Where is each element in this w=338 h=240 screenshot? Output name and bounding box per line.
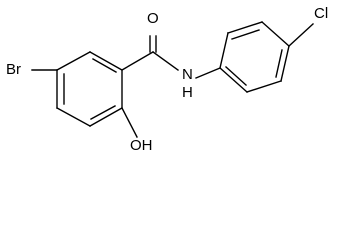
ring-b-bond-5 — [246, 80, 282, 93]
chemical-structure-diagram: Br O N H Cl OH — [6, 5, 328, 154]
amide-c-n-bond — [152, 51, 179, 71]
salicyl-ring — [56, 51, 123, 127]
hydroxyl-bond — [121, 107, 138, 138]
carbonyl-oxygen-label: O — [147, 10, 159, 27]
chlorophenyl-ring — [219, 21, 290, 93]
n-aryl-bond — [195, 67, 221, 79]
amide-hydrogen-label: H — [182, 84, 193, 101]
hydroxyl-label: OH — [130, 137, 153, 154]
ring-a-double-1 — [92, 58, 117, 73]
ring-a-bond-4 — [56, 107, 91, 127]
carbonyl-carbon-bond — [121, 51, 154, 71]
ring-a-double-2 — [90, 105, 116, 120]
amide-nitrogen-label: N — [182, 66, 193, 83]
ring-b-double-3 — [225, 66, 247, 86]
ring-b-double-1 — [231, 29, 260, 40]
ring-b-double-2 — [275, 49, 283, 78]
ring-b-bond-3 — [261, 21, 290, 47]
ring-a-bond-3 — [89, 107, 123, 127]
ring-a-bond-6 — [56, 51, 91, 71]
ring-b-bond-2 — [227, 21, 263, 34]
chlorine-label: Cl — [314, 5, 328, 22]
ring-a-bond-1 — [89, 51, 123, 71]
chlorine-bond — [288, 23, 314, 47]
bromine-label: Br — [6, 61, 21, 78]
ring-b-bond-4 — [280, 45, 290, 82]
ring-b-bond-6 — [219, 67, 248, 93]
ring-b-bond-1 — [219, 32, 229, 69]
